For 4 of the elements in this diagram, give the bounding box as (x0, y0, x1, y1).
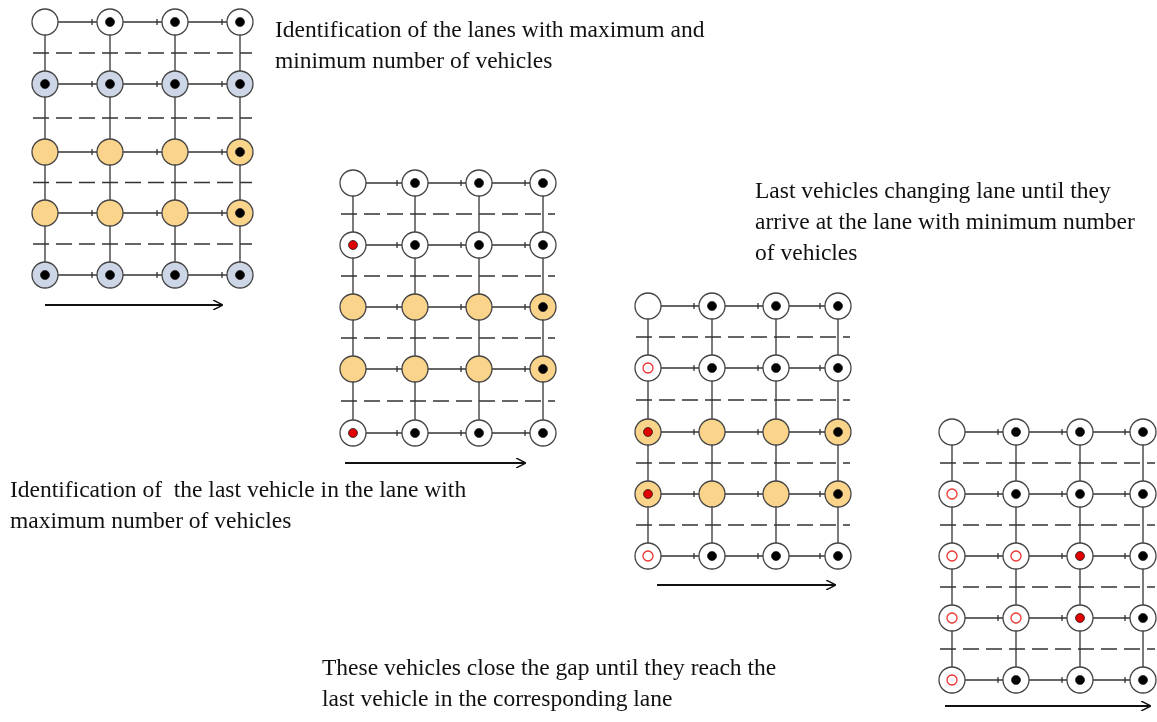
description-text: Identification of the lanes with maximum and minimum number of vehicles (275, 15, 706, 75)
description-text: Identification of the last vehicle in the lane with maximum number of vehicles (10, 475, 468, 535)
description-text: These vehicles close the gap until they reach the last vehicle in the corresponding lane (322, 653, 778, 713)
description-text: Last vehicles changing lane until they arrive at the lane with minimum number of vehicles (755, 176, 1136, 267)
